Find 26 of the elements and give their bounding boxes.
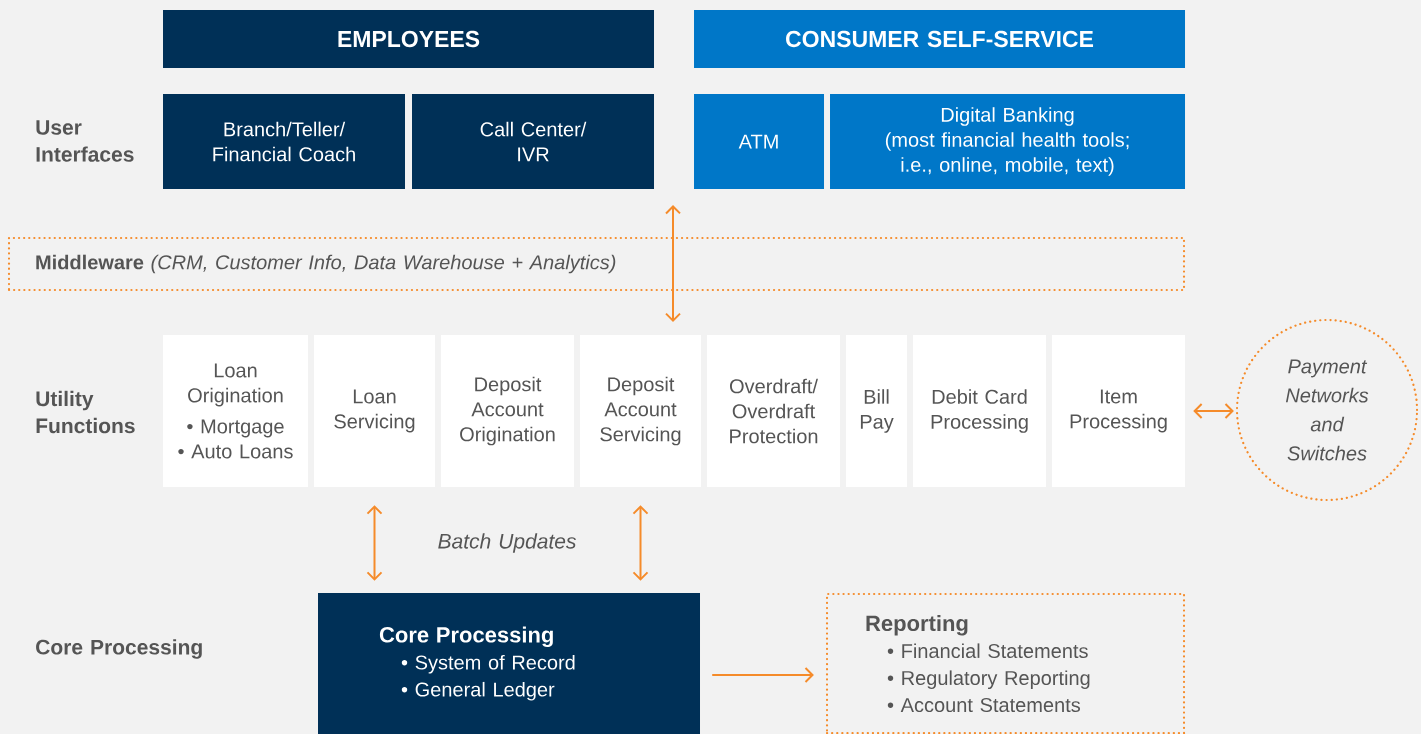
arrow [711, 667, 814, 683]
arrow [665, 205, 681, 322]
function-box: Bill Pay [846, 335, 907, 487]
row-label: Core Processing [36, 639, 202, 659]
function-box: Item Processing [1052, 335, 1185, 487]
function-box: Loan Origination • Mortgage • Auto Loans [163, 335, 308, 487]
interface-box: Digital Banking (most financial health tools; i.e., online, mobile, text) [830, 94, 1185, 189]
core-box: Core Processing • System of Record • General Ledger [318, 593, 700, 734]
interface-box: ATM [694, 94, 824, 189]
row-label: Utility Functions [36, 390, 135, 434]
interface-box: Call Center/ IVR [412, 94, 654, 189]
row-label: User Interfaces [36, 120, 134, 162]
arrow [1193, 403, 1234, 419]
header-band: CONSUMER SELF-SERVICE [694, 10, 1185, 68]
reporting-box: Reporting • Financial Statements • Regulatory Reporting • Account Statements [825, 592, 1186, 734]
function-box: Debit Card Processing [913, 335, 1046, 487]
middleware-band: Middleware (CRM, Customer Info, Data Warehouse + Analytics) [7, 236, 1186, 292]
arrow [632, 505, 649, 581]
function-box: Overdraft/ Overdraft Protection [707, 335, 840, 487]
interface-box: Branch/Teller/ Financial Coach [163, 94, 405, 189]
arrow [366, 505, 383, 581]
function-box: Deposit Account Servicing [580, 335, 701, 487]
function-box: Deposit Account Origination [441, 335, 574, 487]
function-box: Loan Servicing [314, 335, 435, 487]
note-text: Batch Updates [438, 533, 576, 553]
header-band: EMPLOYEES [163, 10, 654, 68]
